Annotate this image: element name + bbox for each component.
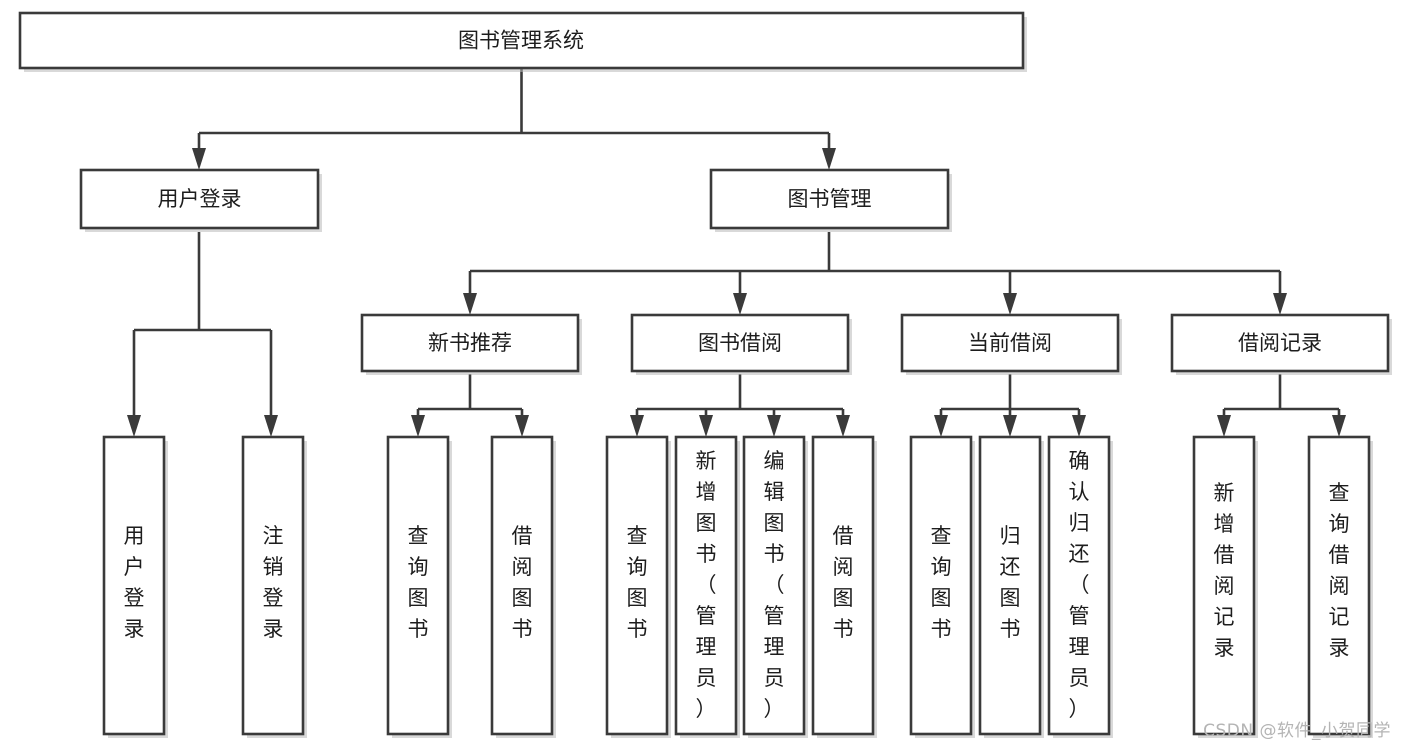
node-user-login-box[interactable] bbox=[79, 168, 320, 230]
arrow-head-leaf-borrow-book-1 bbox=[515, 415, 529, 437]
node-leaf-add-record[interactable]: 新增借阅记录 bbox=[1192, 435, 1258, 738]
node-leaf-add-record-label: 新增借阅记录 bbox=[1214, 481, 1235, 660]
arrow-head-leaf-confirm-return bbox=[1072, 415, 1086, 437]
node-leaf-query-book-2-box[interactable] bbox=[605, 435, 669, 736]
node-leaf-logout-label: 注销登录 bbox=[263, 524, 284, 641]
arrow-head-user-login bbox=[192, 148, 206, 170]
arrow-head-leaf-return-book bbox=[1003, 415, 1017, 437]
node-borrow-record-box[interactable] bbox=[1170, 313, 1390, 373]
node-book-borrow-box[interactable] bbox=[630, 313, 850, 373]
arrow-head-current-borrow bbox=[1003, 293, 1017, 315]
node-book-borrow[interactable]: 图书借阅 bbox=[630, 313, 852, 375]
node-root-box[interactable] bbox=[18, 11, 1025, 70]
node-leaf-query-book-1-label: 查询图书 bbox=[408, 524, 429, 641]
node-new-book-recommend-label: 新书推荐 bbox=[428, 331, 512, 355]
node-leaf-confirm-return-label: 确认归还（管理员） bbox=[1069, 449, 1090, 721]
node-leaf-query-book-3-box[interactable] bbox=[909, 435, 973, 736]
node-leaf-borrow-book-1[interactable]: 借阅图书 bbox=[490, 435, 556, 738]
node-current-borrow-label: 当前借阅 bbox=[968, 331, 1052, 355]
node-leaf-query-record-box[interactable] bbox=[1307, 435, 1371, 736]
node-leaf-confirm-return-box[interactable] bbox=[1047, 435, 1111, 736]
arrow-head-book-borrow bbox=[733, 293, 747, 315]
node-borrow-record[interactable]: 借阅记录 bbox=[1170, 313, 1392, 375]
node-root-label: 图书管理系统 bbox=[458, 29, 584, 53]
node-leaf-add-book[interactable]: 新增图书（管理员） bbox=[674, 435, 740, 738]
arrow-head-leaf-edit-book bbox=[767, 415, 781, 437]
node-leaf-edit-book-box[interactable] bbox=[742, 435, 806, 736]
arrow-head-leaf-logout bbox=[264, 415, 278, 437]
node-leaf-logout[interactable]: 注销登录 bbox=[241, 435, 307, 738]
node-leaf-logout-box[interactable] bbox=[241, 435, 305, 736]
node-leaf-edit-book[interactable]: 编辑图书（管理员） bbox=[742, 435, 808, 738]
node-leaf-query-book-1-box[interactable] bbox=[386, 435, 450, 736]
node-book-borrow-label: 图书借阅 bbox=[698, 331, 782, 355]
node-leaf-add-record-box[interactable] bbox=[1192, 435, 1256, 736]
arrow-head-leaf-borrow-book-2 bbox=[836, 415, 850, 437]
arrow-head-leaf-add-book bbox=[699, 415, 713, 437]
leaf-node-group: 用户登录 注销登录 查询图书 借阅图书 查询图书 bbox=[102, 435, 1373, 738]
arrow-head-leaf-add-record bbox=[1217, 415, 1231, 437]
node-new-book-recommend[interactable]: 新书推荐 bbox=[360, 313, 582, 375]
node-user-login-label: 用户登录 bbox=[158, 187, 242, 211]
arrow-head-leaf-user-login bbox=[127, 415, 141, 437]
node-book-management-box[interactable] bbox=[709, 168, 950, 230]
node-leaf-add-book-label: 新增图书（管理员） bbox=[696, 449, 717, 721]
node-leaf-borrow-book-2-label: 借阅图书 bbox=[833, 524, 854, 641]
node-leaf-query-book-1[interactable]: 查询图书 bbox=[386, 435, 452, 738]
node-leaf-query-book-3-label: 查询图书 bbox=[931, 524, 952, 641]
node-leaf-return-book[interactable]: 归还图书 bbox=[978, 435, 1044, 738]
node-leaf-confirm-return[interactable]: 确认归还（管理员） bbox=[1047, 435, 1113, 738]
node-leaf-query-record[interactable]: 查询借阅记录 bbox=[1307, 435, 1373, 738]
node-leaf-user-login-box[interactable] bbox=[102, 435, 166, 736]
arrow-head-new-book-recommend bbox=[463, 293, 477, 315]
node-new-book-recommend-box[interactable] bbox=[360, 313, 580, 373]
node-leaf-return-book-box[interactable] bbox=[978, 435, 1042, 736]
node-leaf-query-book-3[interactable]: 查询图书 bbox=[909, 435, 975, 738]
arrow-head-leaf-query-record bbox=[1332, 415, 1346, 437]
arrow-head-book-management bbox=[822, 148, 836, 170]
node-leaf-borrow-book-2[interactable]: 借阅图书 bbox=[811, 435, 877, 738]
node-leaf-user-login[interactable]: 用户登录 bbox=[102, 435, 168, 738]
arrow-head-leaf-query-book-1 bbox=[411, 415, 425, 437]
node-leaf-query-record-label: 查询借阅记录 bbox=[1329, 481, 1350, 660]
node-root[interactable]: 图书管理系统 bbox=[18, 11, 1027, 72]
node-leaf-query-book-2[interactable]: 查询图书 bbox=[605, 435, 671, 738]
node-book-management[interactable]: 图书管理 bbox=[709, 168, 952, 232]
node-leaf-add-book-box[interactable] bbox=[674, 435, 738, 736]
arrow-head-leaf-query-book-2 bbox=[630, 415, 644, 437]
node-user-login[interactable]: 用户登录 bbox=[79, 168, 322, 232]
node-leaf-edit-book-label: 编辑图书（管理员） bbox=[764, 449, 785, 721]
connector-group bbox=[127, 68, 1346, 437]
node-current-borrow[interactable]: 当前借阅 bbox=[900, 313, 1122, 375]
node-leaf-borrow-book-1-box[interactable] bbox=[490, 435, 554, 736]
node-borrow-record-label: 借阅记录 bbox=[1238, 331, 1322, 355]
node-leaf-query-book-2-label: 查询图书 bbox=[627, 524, 648, 641]
node-book-management-label: 图书管理 bbox=[788, 187, 872, 211]
arrow-head-leaf-query-book-3 bbox=[934, 415, 948, 437]
node-leaf-borrow-book-2-box[interactable] bbox=[811, 435, 875, 736]
node-current-borrow-box[interactable] bbox=[900, 313, 1120, 373]
node-leaf-return-book-label: 归还图书 bbox=[1000, 524, 1021, 641]
node-leaf-borrow-book-1-label: 借阅图书 bbox=[512, 524, 533, 641]
node-leaf-user-login-label: 用户登录 bbox=[124, 524, 145, 641]
arrow-head-borrow-record bbox=[1273, 293, 1287, 315]
